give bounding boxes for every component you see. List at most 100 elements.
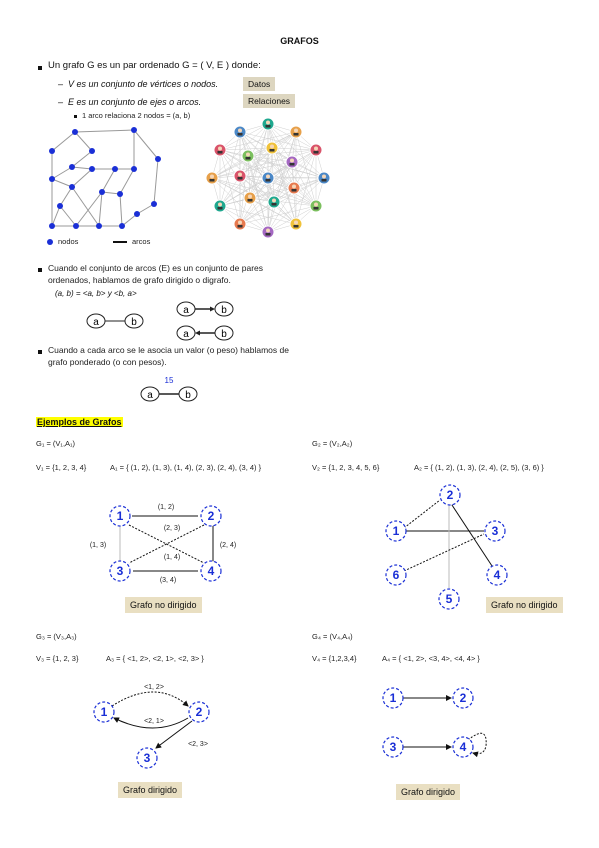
person-avatar-icon xyxy=(213,199,227,213)
g2-node-1: 1 xyxy=(393,524,400,538)
g1-definition: G₁ = (V₁,A₁) xyxy=(36,439,76,448)
g2-node-5: 5 xyxy=(446,592,453,606)
g3-edge-label: <2, 3> xyxy=(188,741,208,748)
legend-nodos: nodos xyxy=(58,237,79,246)
node-b-label: b xyxy=(185,390,191,401)
person-avatar-icon xyxy=(233,169,247,183)
dash: – xyxy=(58,97,64,107)
person-avatar-icon xyxy=(233,125,247,139)
node-b-label: b xyxy=(221,305,227,316)
legend-arcos: arcos xyxy=(132,237,151,246)
graph-nodes xyxy=(49,127,161,229)
g3-arcs: A₃ = { <1, 2>, <2, 1>, <2, 3> } xyxy=(106,654,204,663)
person-avatar-icon xyxy=(213,143,227,157)
person-avatar-icon xyxy=(317,171,331,185)
g2-node-4: 4 xyxy=(494,568,501,582)
g1-graph: 1 2 3 4 (1, 2) (2, 3) (1, 3) (1, 4) (2, … xyxy=(90,504,236,584)
weighted-diagram: a b 15 xyxy=(140,376,198,402)
g4-graph: 1 2 3 4 xyxy=(382,687,487,758)
social-network-illustration xyxy=(205,117,331,239)
bullet-square xyxy=(38,66,42,70)
node-a-label: a xyxy=(147,390,153,401)
g4-definition: G₄ = (V₄,A₄) xyxy=(312,632,353,641)
g4-node-3: 3 xyxy=(390,740,397,754)
person-avatar-icon xyxy=(289,125,303,139)
digraph-formula: (a, b) = <a, b> y <b, a> xyxy=(55,289,137,298)
person-avatar-icon xyxy=(205,171,219,185)
page-title: GRAFOS xyxy=(280,36,319,46)
g1-vertices: V₁ = {1, 2, 3, 4} xyxy=(36,463,87,472)
g3-edge-label: <1, 2> xyxy=(144,684,164,691)
person-avatar-icon xyxy=(267,195,281,209)
g1-edge-label: (3, 4) xyxy=(160,577,176,584)
g1-caption: Grafo no dirigido xyxy=(125,597,202,613)
person-avatar-icon xyxy=(241,149,255,163)
person-avatar-icon xyxy=(265,141,279,155)
g2-node-6: 6 xyxy=(393,568,400,582)
person-avatar-icon xyxy=(261,117,275,131)
node-legend-icon xyxy=(47,239,53,245)
ab-diagrams: a b a b a b xyxy=(86,301,234,341)
bullet-square xyxy=(38,268,42,272)
arc-legend-icon xyxy=(113,241,127,243)
g2-node-3: 3 xyxy=(492,524,499,538)
arc-note: 1 arco relaciona 2 nodos = (a, b) xyxy=(82,111,191,120)
g3-vertices: V₃ = {1, 2, 3} xyxy=(36,654,79,663)
network-graph xyxy=(49,127,161,229)
person-avatar-icon xyxy=(309,143,323,157)
g1-edge-label: (2, 4) xyxy=(220,542,236,549)
g4-node-1: 1 xyxy=(390,691,397,705)
dash: – xyxy=(58,79,64,89)
digraph-line-1: Cuando el conjunto de arcos (E) es un co… xyxy=(48,263,263,273)
examples-heading: Ejemplos de Grafos xyxy=(36,417,123,427)
node-a-label: a xyxy=(183,305,189,316)
node-a-label: a xyxy=(93,317,99,328)
person-avatar-icon xyxy=(261,225,275,239)
g1-node-4: 4 xyxy=(208,564,215,578)
g3-definition: G₃ = (V₃,A₃) xyxy=(36,632,77,641)
tag-datos: Datos xyxy=(243,77,276,91)
person-avatar-icon xyxy=(287,181,301,195)
node-a-label: a xyxy=(183,329,189,340)
weight-label: 15 xyxy=(165,376,174,385)
g1-edge-label: (1, 4) xyxy=(164,554,180,561)
g4-node-2: 2 xyxy=(460,691,467,705)
g1-node-3: 3 xyxy=(117,564,124,578)
g1-edge-label: (1, 2) xyxy=(158,504,174,511)
person-avatar-icon xyxy=(289,217,303,231)
g3-edge-label: <2, 1> xyxy=(144,718,164,725)
g1-node-2: 2 xyxy=(208,509,215,523)
node-b-label: b xyxy=(221,329,227,340)
v-definition: V es un conjunto de vértices o nodos. xyxy=(68,79,219,89)
g1-edge-label: (1, 3) xyxy=(90,542,106,549)
g2-arcs: A₂ = { (1, 2), (1, 3), (2, 4), (2, 5), (… xyxy=(414,463,544,472)
weighted-line-2: grafo ponderado (o con pesos). xyxy=(48,357,167,367)
g4-caption: Grafo dirigido xyxy=(396,784,461,800)
e-definition: E es un conjunto de ejes o arcos. xyxy=(68,97,202,107)
g2-vertices: V₂ = {1, 2, 3, 4, 5, 6} xyxy=(312,463,380,472)
node-b-label: b xyxy=(131,317,137,328)
digraph-line-2: ordenados, hablamos de grafo dirigido o … xyxy=(48,275,231,285)
weighted-line-1: Cuando a cada arco se le asocia un valor… xyxy=(48,345,289,355)
g4-node-4: 4 xyxy=(460,740,467,754)
g3-caption: Grafo dirigido xyxy=(118,782,183,798)
person-avatar-icon xyxy=(261,171,275,185)
g3-node-2: 2 xyxy=(196,705,203,719)
person-avatar-icon xyxy=(309,199,323,213)
person-avatar-icon xyxy=(233,217,247,231)
sub-bullet xyxy=(74,115,77,118)
bullet-square xyxy=(38,350,42,354)
g3-node-1: 1 xyxy=(101,705,108,719)
person-avatar-icon xyxy=(243,191,257,205)
graph-edges xyxy=(51,129,159,227)
g3-graph: 1 2 3 <1, 2> <2, 1> <2, 3> xyxy=(93,684,210,769)
g4-vertices: V₄ = {1,2,3,4} xyxy=(312,654,357,663)
g3-node-3: 3 xyxy=(144,751,151,765)
person-avatar-icon xyxy=(285,155,299,169)
g1-node-1: 1 xyxy=(117,509,124,523)
g1-edge-label: (2, 3) xyxy=(164,525,180,532)
intro-bullet: Un grafo G es un par ordenado G = ( V, E… xyxy=(48,60,261,71)
g2-definition: G₂ = (V₂,A₂) xyxy=(312,439,353,448)
tag-relaciones: Relaciones xyxy=(243,94,296,108)
g2-graph: 1 2 3 4 5 6 xyxy=(385,484,508,610)
